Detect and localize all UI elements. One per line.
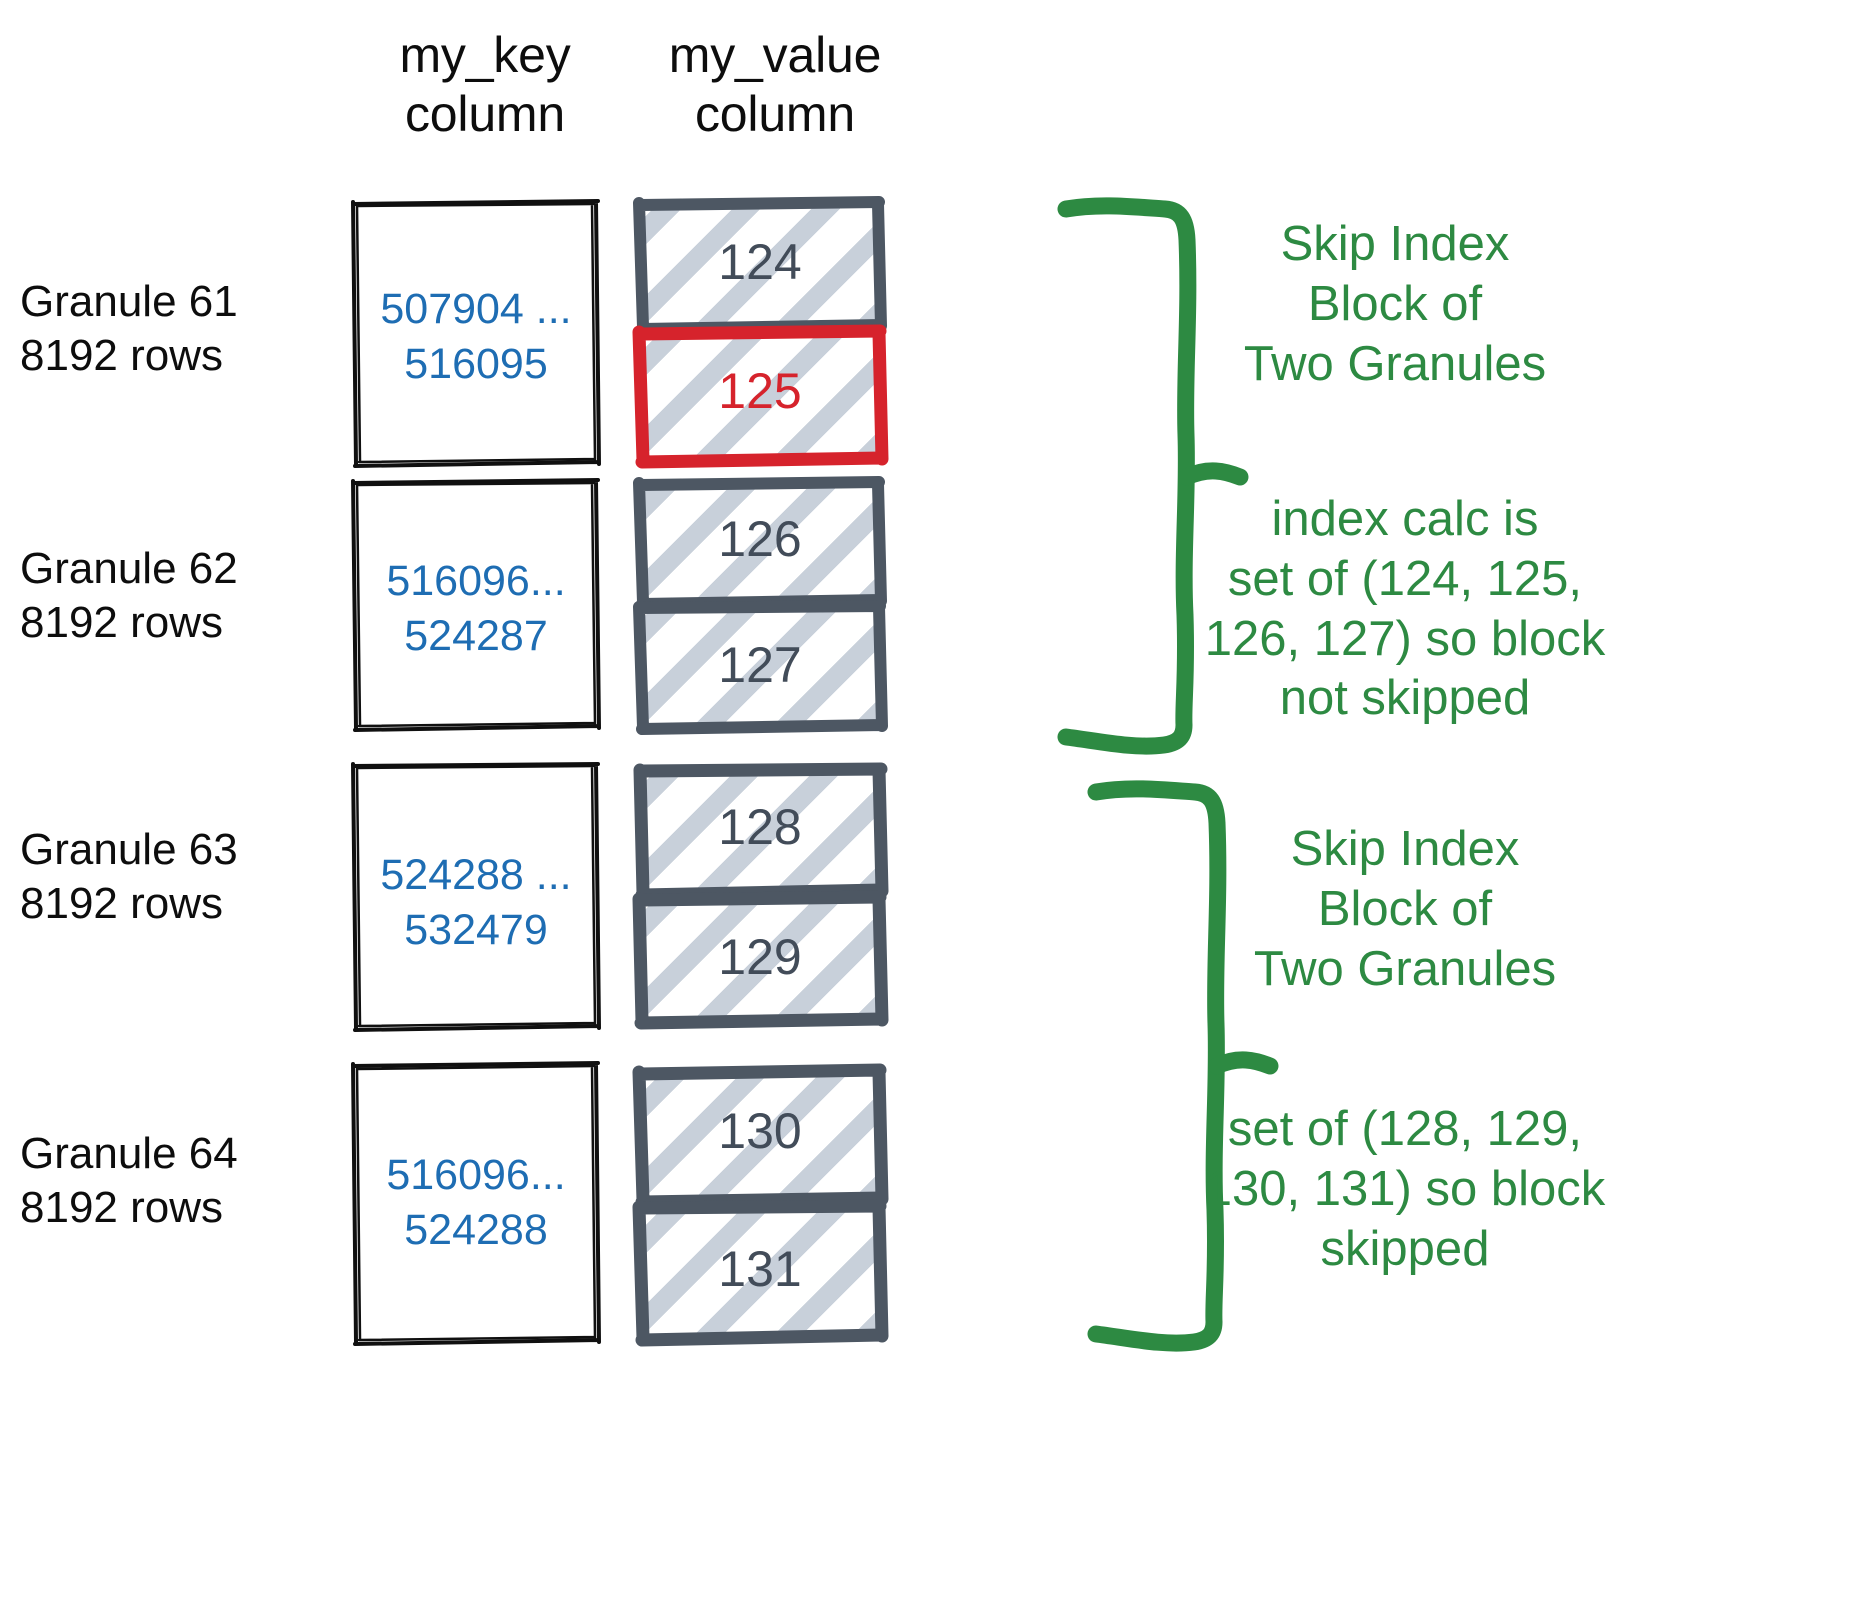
value-box-125-highlighted: 125 <box>632 324 889 469</box>
sketch-frame <box>632 890 889 1030</box>
sketch-frame <box>633 762 889 902</box>
sketch-frame <box>633 196 887 335</box>
sketch-frame <box>633 600 888 735</box>
key-range-granule-62: 516096... 524287 <box>386 557 566 661</box>
value-label-131: 131 <box>718 1241 802 1297</box>
sketch-frame <box>351 199 601 468</box>
note-skip-index-block-bottom: Skip Index Block of Two Granules <box>1253 822 1557 996</box>
key-box-granule-62: 516096... 524287 <box>351 478 601 732</box>
sketch-frame <box>632 1199 889 1347</box>
value-box-131: 131 <box>632 1199 889 1347</box>
key-box-granule-63: 524288 ... 532479 <box>351 762 601 1032</box>
value-label-125: 125 <box>718 363 802 419</box>
granule-label-64: Granule 64 8192 rows <box>20 1129 238 1232</box>
value-box-126: 126 <box>633 476 887 610</box>
value-label-124: 124 <box>718 234 802 290</box>
value-box-130: 130 <box>632 1063 889 1209</box>
my-value-column-header: my_value column <box>668 27 882 142</box>
value-box-129: 129 <box>632 890 889 1030</box>
value-label-127: 127 <box>718 637 802 693</box>
key-box-granule-61: 507904 ... 516095 <box>351 199 601 468</box>
granule-label-62: Granule 62 8192 rows <box>20 544 238 647</box>
granule-label-61: Granule 61 8192 rows <box>20 277 238 380</box>
note-set-of-skipped: set of (128, 129, 130, 131) so block ski… <box>1204 1102 1606 1276</box>
key-range-granule-64: 516096... 524288 <box>386 1151 566 1255</box>
sketch-frame <box>351 478 601 732</box>
my-key-column-header: my_key column <box>399 27 571 142</box>
note-skip-index-block-top: Skip Index Block of Two Granules <box>1243 217 1547 391</box>
skip-index-bracket-top <box>1057 197 1249 755</box>
value-label-128: 128 <box>718 799 802 855</box>
key-box-granule-64: 516096... 524288 <box>351 1061 601 1346</box>
sketch-frame-highlight <box>632 324 889 469</box>
value-box-124: 124 <box>633 196 887 335</box>
value-box-127: 127 <box>633 600 888 735</box>
value-label-126: 126 <box>718 511 802 567</box>
sketch-frame <box>632 1063 889 1209</box>
value-label-130: 130 <box>718 1103 802 1159</box>
value-box-128: 128 <box>633 762 889 902</box>
skip-index-bracket-bottom <box>1087 780 1279 1352</box>
sketch-frame <box>633 476 887 610</box>
note-index-calc-not-skipped: index calc is set of (124, 125, 126, 127… <box>1204 492 1606 726</box>
granule-label-63: Granule 63 8192 rows <box>20 825 238 928</box>
value-label-129: 129 <box>718 929 802 985</box>
sketch-frame <box>351 762 601 1032</box>
sketch-frame <box>351 1061 601 1346</box>
key-range-granule-61: 507904 ... 516095 <box>380 285 572 389</box>
key-range-granule-63: 524288 ... 532479 <box>380 851 572 955</box>
